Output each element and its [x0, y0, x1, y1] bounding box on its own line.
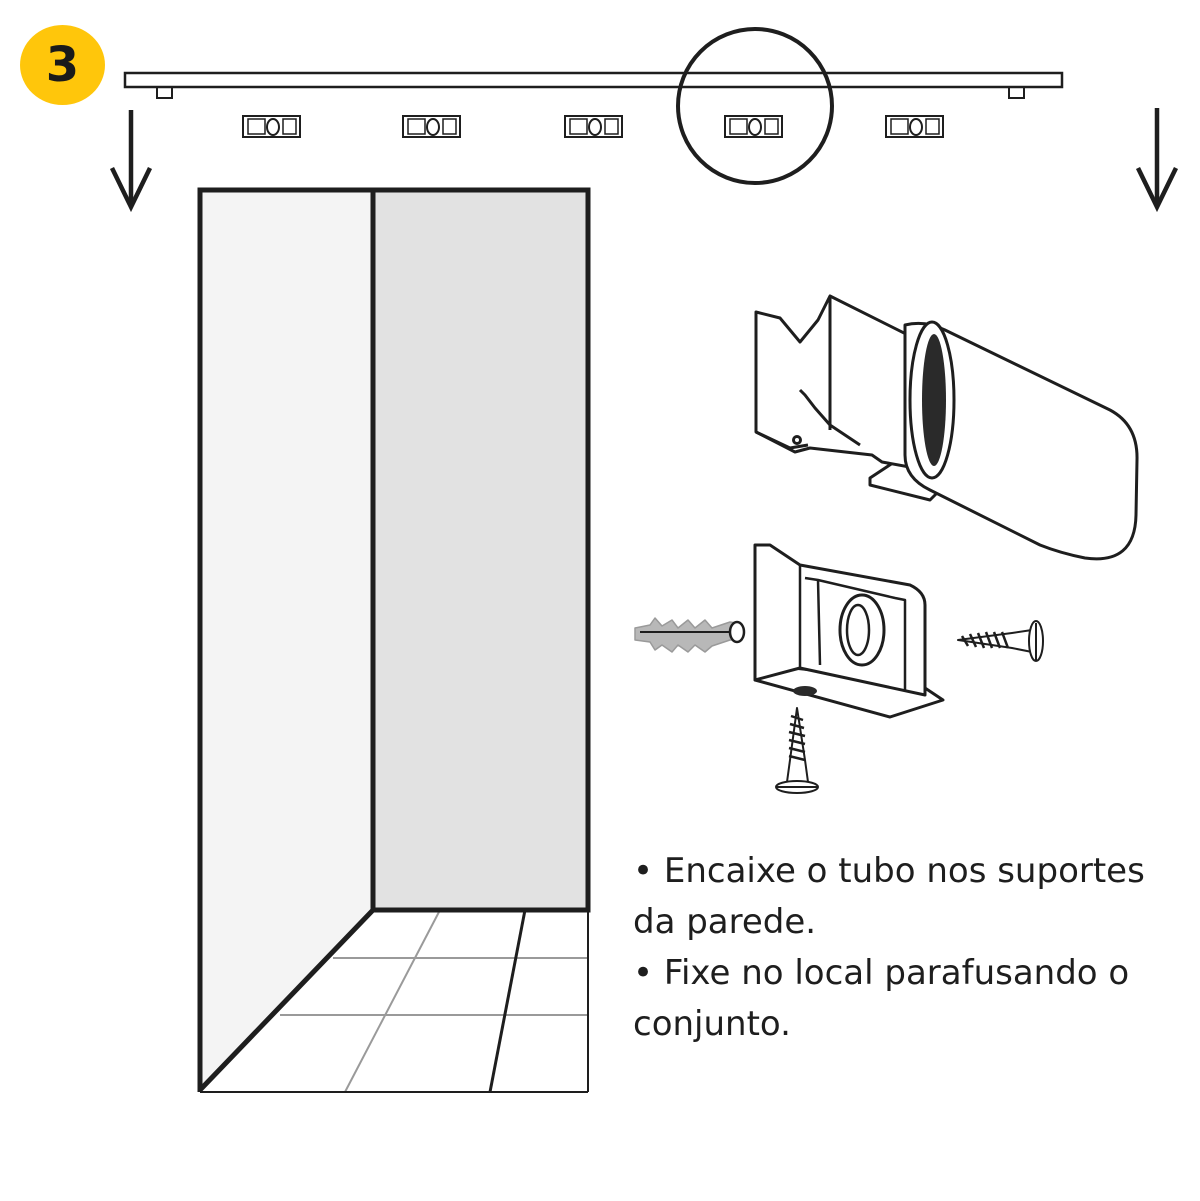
down-arrow-icon [109, 110, 153, 213]
screw-icon [957, 620, 1044, 662]
screw-icon [775, 707, 819, 794]
wall-bracket-5 [885, 115, 944, 138]
bracket-fixing-detail [634, 543, 1044, 794]
wall-bracket-2 [402, 115, 461, 138]
rod-end-cap-left [156, 86, 173, 99]
wall-bracket-4 [724, 115, 783, 138]
floor-tiles [280, 909, 588, 1093]
bracket-front-face [755, 296, 832, 450]
back-wall [373, 190, 588, 910]
bracket-inner-channel [798, 565, 907, 690]
rod-end-body [903, 321, 1139, 561]
wall-outline [197, 187, 591, 1092]
instruction-2: • Fixe no local parafusando o conjunto. [633, 953, 1130, 1044]
wall-bracket-3 [564, 115, 623, 138]
curtain-rod [123, 71, 1064, 89]
step-number: 3 [45, 37, 80, 93]
rod-end-opening [922, 334, 946, 466]
bracket-screw-hole [793, 686, 817, 696]
magnifier-circle-icon [676, 27, 834, 185]
floor-tile-dark-seam [488, 909, 527, 1093]
rod-overview [123, 27, 1064, 185]
side-wall [200, 190, 373, 1090]
down-arrow-icon [1135, 108, 1179, 213]
wall-bracket-1 [242, 115, 301, 138]
rod-in-bracket-detail [754, 294, 1139, 561]
wall-plug-icon [634, 617, 746, 653]
instruction-1: • Encaixe o tubo nos suportes da parede. [633, 851, 1145, 942]
step-badge: 3 [20, 25, 105, 105]
rod-end-cap-right [1008, 86, 1025, 99]
room-corner [197, 187, 591, 1093]
bracket-screw-hole [792, 435, 802, 445]
bracket-notch [798, 388, 861, 447]
instructions: • Encaixe o tubo nos suportes da parede.… [633, 846, 1183, 1050]
bracket-slot-inner [845, 603, 871, 657]
